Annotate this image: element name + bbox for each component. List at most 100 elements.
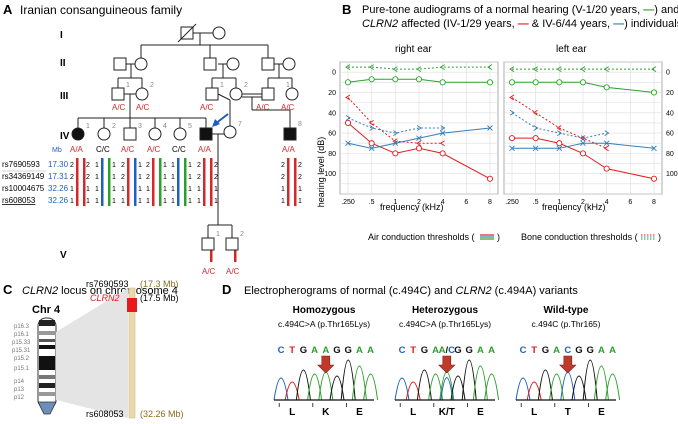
data-point (532, 145, 539, 152)
svg-text:2: 2 (197, 162, 201, 169)
base-call: C (278, 345, 285, 356)
data-point (439, 64, 445, 70)
pedigree-male (205, 87, 219, 101)
panel-d: D Electropherograms of normal (c.494C) a… (222, 282, 621, 418)
svg-text:1: 1 (163, 174, 167, 181)
data-point (603, 165, 610, 172)
genotype-label: C/C (172, 145, 186, 154)
svg-text:1: 1 (146, 186, 150, 193)
data-point (532, 109, 538, 116)
data-point (369, 125, 375, 131)
pedigree-female (285, 87, 299, 101)
base-call: A (432, 345, 439, 356)
pedigree-male (261, 87, 275, 101)
x-tick-label: .5 (369, 199, 375, 206)
svg-text:2: 2 (281, 174, 285, 181)
svg-text:2: 2 (214, 162, 218, 169)
svg-text:2: 2 (298, 162, 302, 169)
data-point (440, 125, 446, 131)
pedigree-lines (77, 32, 293, 238)
trace-peak (329, 375, 345, 401)
svg-text:1: 1 (138, 186, 142, 193)
svg-text:1: 1 (163, 162, 167, 169)
pedigree-female (223, 125, 237, 139)
svg-text:1: 1 (146, 198, 150, 205)
data-point (532, 79, 539, 86)
svg-text:2: 2 (214, 174, 218, 181)
data-point (651, 145, 657, 152)
x-axis-label-left: frequency (kHz) (542, 202, 606, 212)
x-tick-label: 1 (557, 199, 561, 206)
data-point (508, 79, 516, 86)
svg-text:1: 1 (95, 198, 99, 205)
variant-subtitle: c.494C (p.Thr165) (532, 319, 601, 329)
data-point (651, 66, 657, 72)
generation-label-iv: IV (60, 131, 70, 142)
base-call: A (609, 345, 616, 356)
svg-text:p16.3: p16.3 (14, 324, 30, 330)
svg-text:1: 1 (163, 186, 167, 193)
data-point (368, 76, 375, 83)
variant-title: Homozygous (293, 305, 356, 316)
generation-label-iii: III (60, 91, 69, 102)
pedigree-affected-female (71, 127, 85, 141)
air-legend-close: ) (497, 232, 500, 242)
svg-text:p15.1: p15.1 (14, 366, 30, 372)
x-axis-label-right: frequency (kHz) (380, 202, 444, 212)
data-point (509, 145, 515, 152)
x-tick-label: 4 (441, 199, 445, 206)
svg-text:1: 1 (188, 186, 192, 193)
snp-id: rs10004675 (2, 184, 45, 193)
data-point (509, 94, 515, 101)
genotype-label: A/C (226, 267, 240, 276)
pedigree-id: 1 (86, 123, 90, 130)
series-line-iv1_bone (347, 97, 443, 144)
svg-text:2: 2 (86, 162, 90, 169)
svg-text:1: 1 (112, 174, 116, 181)
svg-text:1: 1 (138, 198, 142, 205)
bone-conduction-legend: Bone conduction thresholds ( (521, 232, 638, 242)
left-ear-label: left ear (556, 44, 587, 55)
genotype-label: A/A (70, 145, 84, 154)
data-point (603, 140, 610, 147)
snp-id: rs34369149 (2, 172, 45, 181)
svg-text:1: 1 (163, 198, 167, 205)
svg-text:p12: p12 (14, 395, 25, 401)
chromosome-label: Chr 4 (32, 304, 61, 316)
svg-text:1: 1 (171, 186, 175, 193)
pedigree-male (203, 57, 217, 71)
x-tick-label: 6 (464, 199, 468, 206)
data-point (556, 140, 563, 147)
series-line-normal_air (512, 81, 655, 93)
x-tick-label: .250 (341, 199, 355, 206)
variant-subtitle: c.494C>A (p.Thr165Lys) (278, 319, 370, 329)
data-point (486, 79, 494, 86)
svg-text:1: 1 (171, 162, 175, 169)
marker-top-mb: (17.3 Mb) (140, 279, 179, 289)
pedigree-id: 4 (163, 123, 167, 130)
data-point (509, 109, 515, 116)
mb-header: Mb (52, 147, 62, 154)
data-point (344, 119, 352, 126)
deceased-slash (177, 23, 197, 43)
locus-bar (128, 287, 136, 419)
pedigree-male (111, 87, 125, 101)
pedigree-affected-male (283, 127, 297, 141)
trace-peak (571, 375, 587, 401)
panel-b: B Pure-tone audiograms of a normal heari… (316, 2, 678, 242)
svg-text:p14: p14 (14, 379, 25, 385)
panel-b-title-line2: CLRN2 affected (IV-1/29 years, — & IV-6/… (362, 18, 678, 30)
svg-text:1: 1 (112, 186, 116, 193)
data-point (556, 66, 562, 72)
chromosome-band-labels: p16.3 p16.1 p15.33 p15.31 p15.2 p15.1 p1… (12, 324, 31, 401)
series-line-iv1_air (512, 137, 655, 180)
pedigree-id: 1 (216, 231, 220, 238)
y-tick-label: 40 (666, 110, 674, 117)
data-point (392, 76, 399, 83)
trace-peak (484, 373, 500, 401)
amino-acid-label: E (356, 407, 363, 418)
